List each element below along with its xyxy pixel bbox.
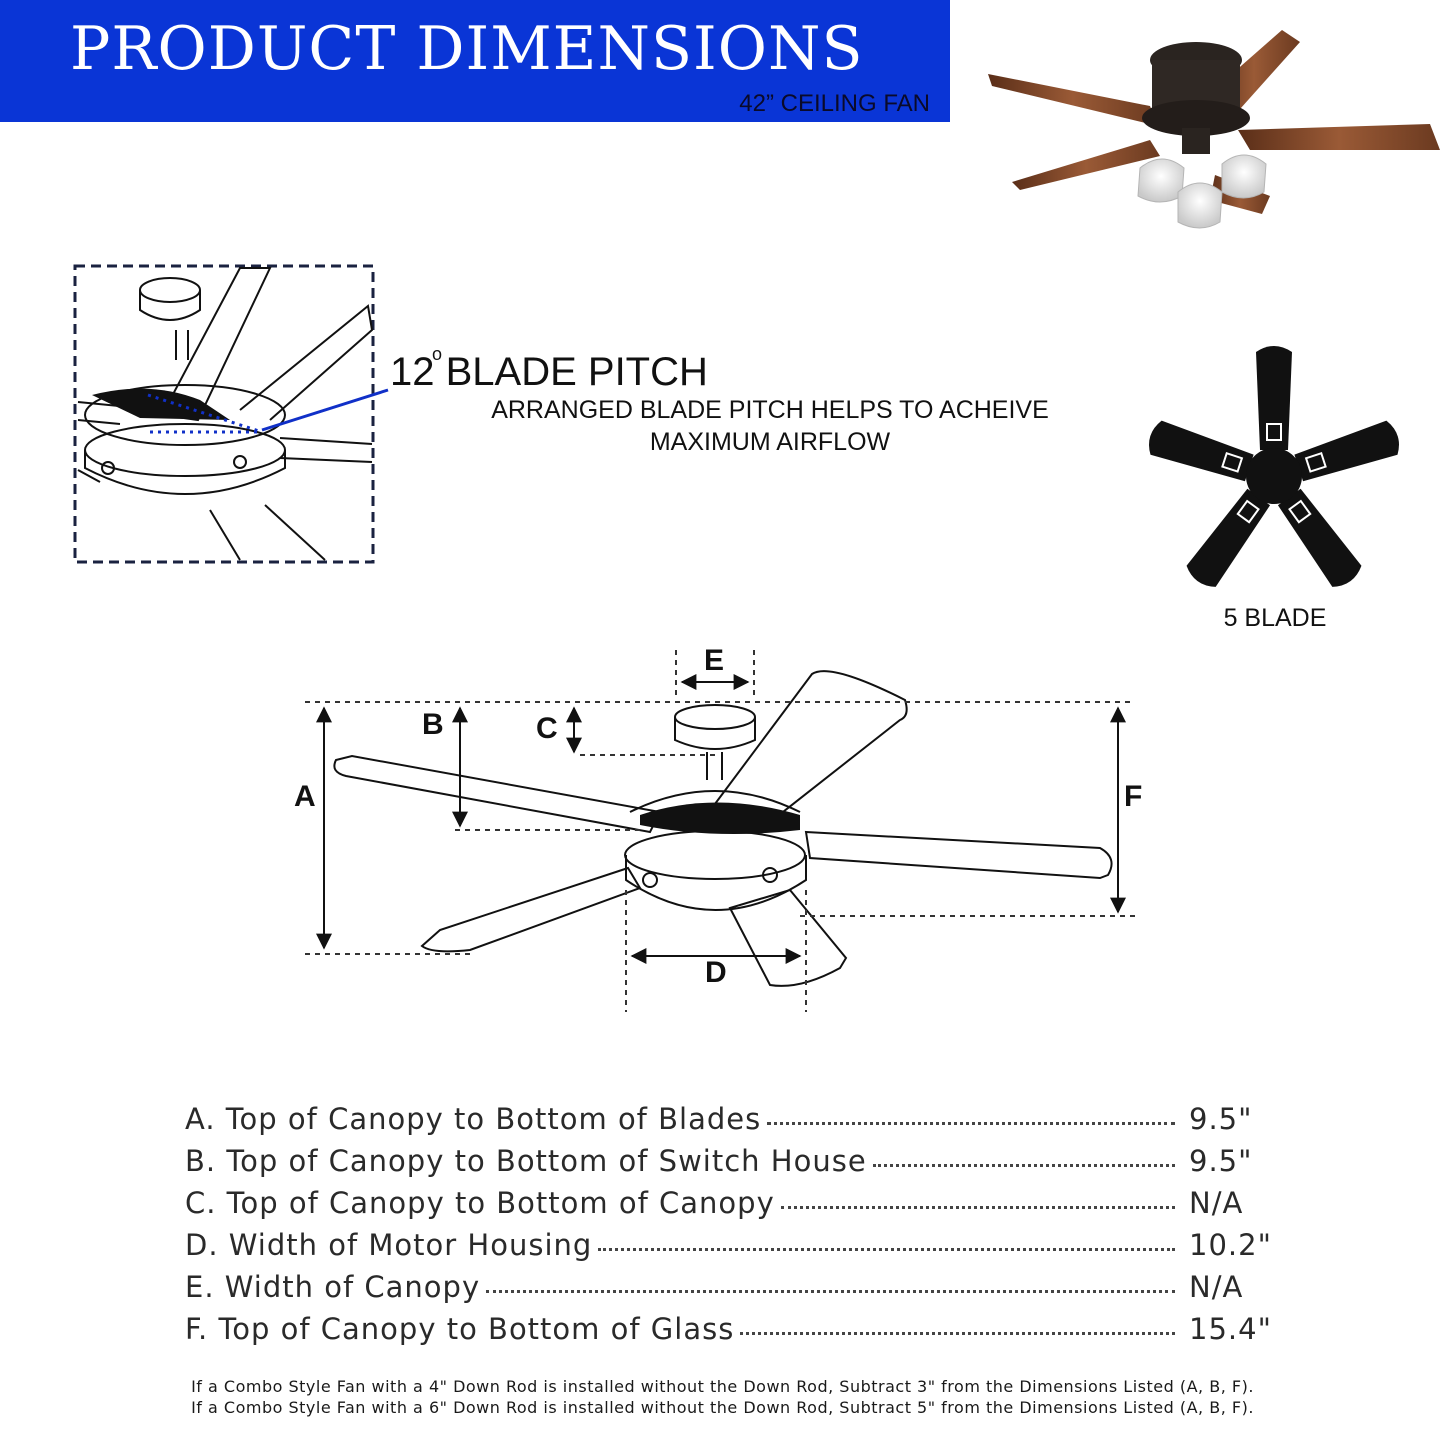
dimension-value: 15.4" (1189, 1312, 1272, 1346)
dimension-letter-b: B (422, 708, 444, 741)
dimension-value: 9.5" (1189, 1144, 1253, 1178)
blade-pitch-description: ARRANGED BLADE PITCH HELPS TO ACHEIVE MA… (491, 396, 1049, 456)
leader-dots (780, 1206, 1175, 1209)
dimension-label: A. Top of Canopy to Bottom of Blades (185, 1102, 762, 1136)
footnotes: If a Combo Style Fan with a 4" Down Rod … (0, 1376, 1445, 1418)
five-blade-caption: 5 BLADE (1223, 604, 1327, 632)
dimension-label: E. Width of Canopy (185, 1270, 481, 1304)
dimension-value: N/A (1189, 1186, 1244, 1220)
footnote-4in: If a Combo Style Fan with a 4" Down Rod … (191, 1377, 1254, 1396)
dimension-value: 9.5" (1189, 1102, 1253, 1136)
dimension-label: C. Top of Canopy to Bottom of Canopy (185, 1186, 775, 1220)
header-banner: PRODUCT DIMENSIONS 42” CEILING FAN (0, 0, 950, 122)
dimension-label: D. Width of Motor Housing (185, 1228, 593, 1262)
dimension-label: B. Top of Canopy to Bottom of Switch Hou… (185, 1144, 867, 1178)
dimension-value: 10.2" (1189, 1228, 1272, 1262)
list-item: B. Top of Canopy to Bottom of Switch Hou… (185, 1144, 1265, 1186)
list-item: E. Width of Canopy N/A (185, 1270, 1265, 1312)
leader-dots (486, 1290, 1175, 1293)
dimension-list: A. Top of Canopy to Bottom of Blades 9.5… (185, 1102, 1272, 1354)
leader-dots (872, 1164, 1175, 1167)
dimension-letter-c: C (536, 712, 558, 745)
product-subtitle: 42” CEILING FAN (739, 90, 930, 117)
list-item: F. Top of Canopy to Bottom of Glass 15.4… (185, 1312, 1272, 1354)
dimension-letter-a: A (294, 780, 316, 813)
page-title: PRODUCT DIMENSIONS (70, 14, 864, 84)
list-item: A. Top of Canopy to Bottom of Blades 9.5… (185, 1102, 1265, 1144)
degree-mark: o (432, 344, 443, 364)
leader-dots (598, 1248, 1175, 1251)
dimension-value: N/A (1189, 1270, 1244, 1304)
dimension-letter-e: E (704, 644, 725, 677)
list-item: D. Width of Motor Housing 10.2" (185, 1228, 1272, 1270)
dimension-letter-f: F (1124, 780, 1143, 813)
list-item: C. Top of Canopy to Bottom of Canopy N/A (185, 1186, 1265, 1228)
dimension-label: F. Top of Canopy to Bottom of Glass (185, 1312, 735, 1346)
leader-dots (740, 1332, 1175, 1335)
leader-dots (767, 1122, 1175, 1125)
blade-pitch-title: 12 BLADE PITCH (390, 350, 708, 394)
dimension-letter-d: D (705, 956, 727, 989)
footnote-6in: If a Combo Style Fan with a 6" Down Rod … (191, 1398, 1254, 1417)
